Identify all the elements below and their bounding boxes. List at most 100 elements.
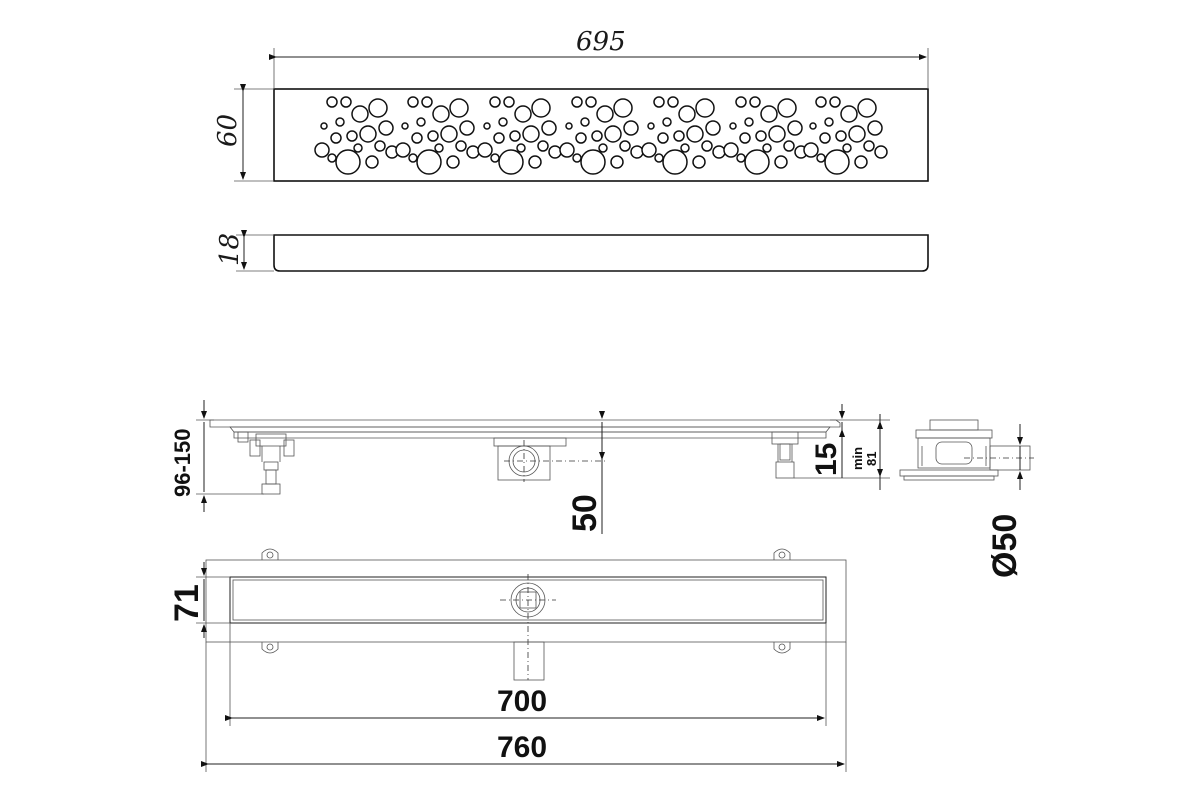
bubble-hole <box>346 130 358 142</box>
bubble-hole <box>686 125 704 143</box>
bubble-hole <box>744 149 770 175</box>
bubble-hole <box>774 155 788 169</box>
bubble-hole <box>803 142 819 158</box>
bubble-hole <box>498 149 524 175</box>
bubble-hole <box>809 122 817 130</box>
bubble-hole <box>735 96 747 108</box>
bubble-hole <box>647 122 655 130</box>
grate-top-view <box>273 88 929 182</box>
drain-end-view <box>899 419 1034 481</box>
bubble-hole <box>466 145 480 159</box>
bubble-hole <box>863 140 875 152</box>
bubble-hole <box>783 140 795 152</box>
outer-length-label: 760 <box>497 731 547 764</box>
bubble-hole <box>359 125 377 143</box>
bubble-hole <box>440 125 458 143</box>
bubble-hole <box>835 130 847 142</box>
bubble-hole <box>374 140 386 152</box>
bubble-hole <box>657 132 669 144</box>
bubble-hole <box>739 132 751 144</box>
bubble-hole <box>427 130 439 142</box>
bubble-hole <box>662 149 688 175</box>
bubble-hole <box>314 142 330 158</box>
bubble-hole <box>528 155 542 169</box>
bubble-hole <box>407 96 419 108</box>
bubble-hole <box>416 149 442 175</box>
bubble-hole <box>459 120 475 136</box>
dimension-15-min81: 15 min 81 <box>794 404 890 490</box>
dimension-700: 700 <box>225 623 827 726</box>
bubble-hole <box>483 122 491 130</box>
dimension-18: 18 <box>215 230 274 272</box>
channel-plan-view <box>205 548 847 681</box>
bubble-hole <box>840 105 858 123</box>
bubble-hole <box>604 125 622 143</box>
bubble-hole <box>787 120 803 136</box>
width-label: 695 <box>576 27 626 57</box>
bubble-hole <box>493 132 505 144</box>
bubble-hole <box>411 132 423 144</box>
bubble-hole <box>654 153 664 163</box>
bubble-hole <box>768 125 786 143</box>
bubble-hole <box>815 96 827 108</box>
bubble-hole <box>760 105 778 123</box>
bubble-hole <box>701 140 713 152</box>
bubble-hole <box>351 105 369 123</box>
dimension-695: 695 <box>269 27 929 89</box>
bubble-hole <box>667 96 679 108</box>
pipe-diameter-label: Ø50 <box>986 514 1024 578</box>
bubble-hole <box>777 98 797 118</box>
bubble-hole <box>340 96 352 108</box>
bubble-hole <box>575 132 587 144</box>
outlet-drop-label: 50 <box>566 494 604 532</box>
bubble-hole <box>729 122 737 130</box>
bubble-hole <box>623 120 639 136</box>
bubble-hole <box>503 96 515 108</box>
bubble-hole <box>335 117 345 127</box>
bubble-hole <box>327 153 337 163</box>
bubble-hole <box>434 143 444 153</box>
bubble-hole <box>641 142 657 158</box>
bubble-hole <box>580 117 590 127</box>
grate-outline <box>273 88 929 182</box>
bubble-hole <box>662 117 672 127</box>
bubble-hole <box>580 149 606 175</box>
bubble-hole <box>744 117 754 127</box>
bubble-hole <box>848 125 866 143</box>
bubble-hole <box>695 98 715 118</box>
bubble-hole <box>619 140 631 152</box>
height-range-label: 96-150 <box>170 428 195 497</box>
bubble-hole <box>514 105 532 123</box>
bubble-hole <box>572 153 582 163</box>
min-label: min <box>850 447 865 470</box>
inner-length-label: 700 <box>497 685 547 718</box>
bubble-hole <box>365 155 379 169</box>
bubble-hole <box>571 96 583 108</box>
bubble-hole <box>489 96 501 108</box>
dimension-96-150: 96-150 <box>170 400 264 512</box>
drain-elevation <box>209 419 841 495</box>
dimension-71: 71 <box>168 562 230 638</box>
thickness-label: 18 <box>215 233 245 266</box>
bubble-hole <box>320 122 328 130</box>
bubble-hole <box>498 117 508 127</box>
bubble-hole <box>565 122 573 130</box>
bubble-hole <box>591 130 603 142</box>
bubble-hole <box>353 143 363 153</box>
bubble-hole <box>819 132 831 144</box>
bubble-hole <box>712 145 726 159</box>
bubble-hole <box>416 117 426 127</box>
bubble-hole <box>335 149 361 175</box>
bubble-hole <box>408 153 418 163</box>
bubble-hole <box>610 155 624 169</box>
bubble-hole <box>692 155 706 169</box>
bubble-hole <box>541 120 557 136</box>
bubble-hole <box>598 143 608 153</box>
bubble-hole <box>816 153 826 163</box>
dimension-60: 60 <box>213 84 274 182</box>
dimension-diameter-50: Ø50 <box>986 424 1024 578</box>
bubble-hole <box>537 140 549 152</box>
bubble-hole <box>395 142 411 158</box>
bubble-hole <box>874 145 888 159</box>
